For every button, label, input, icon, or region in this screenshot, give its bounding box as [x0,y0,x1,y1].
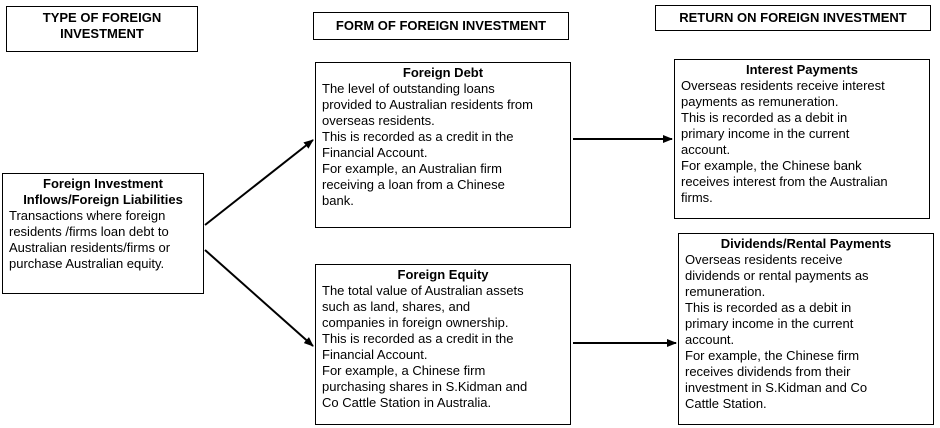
inflows-body-line-3: Australian residents/firms or [9,240,171,255]
foreign-equity-line-1: The total value of Australian assets [322,283,524,298]
foreign-debt-title: Foreign Debt [402,65,484,80]
dividends-title: Dividends/Rental Payments [720,236,892,251]
interest-line-2: payments as remuneration. [681,94,839,109]
header-return-text: RETURN ON FOREIGN INVESTMENT [679,10,907,25]
interest-line-6: For example, the Chinese bank [681,158,862,173]
interest-payments-body: Overseas residents receive interest paym… [681,78,923,206]
interest-line-5: account. [681,142,731,157]
dividends-line-7: For example, the Chinese firm [685,348,860,363]
foreign-equity-line-6: For example, a Chinese firm [322,363,486,378]
dividends-body: Overseas residents receive dividends or … [685,252,927,412]
inflows-title: Foreign Investment Inflows/Foreign Liabi… [9,176,197,208]
dividends-line-3: remuneration. [685,284,766,299]
foreign-debt-line-8: bank. [322,193,354,208]
dividends-line-5: primary income in the current [685,316,854,331]
dividends-line-4: This is recorded as a debit in [685,300,852,315]
inflows-body: Transactions where foreign residents /fi… [9,208,197,272]
foreign-equity-box: Foreign Equity The total value of Austra… [315,264,571,425]
inflows-title-line-1: Foreign Investment [43,176,163,191]
foreign-equity-body: The total value of Australian assets suc… [322,283,564,411]
foreign-debt-line-4: This is recorded as a credit in the [322,129,514,144]
dividends-line-8: receives dividends from their [685,364,851,379]
arrow-inflows-to-debt [204,139,314,226]
header-type-line-2: INVESTMENT [60,26,144,41]
inflows-title-line-2: Inflows/Foreign Liabilities [23,192,183,207]
foreign-debt-line-6: For example, an Australian firm [322,161,502,176]
interest-line-7: receives interest from the Australian [681,174,888,189]
dividends-line-6: account. [685,332,735,347]
foreign-equity-title: Foreign Equity [397,267,489,282]
foreign-debt-box: Foreign Debt The level of outstanding lo… [315,62,571,228]
header-type-line-1: TYPE OF FOREIGN [42,10,162,25]
inflows-box: Foreign Investment Inflows/Foreign Liabi… [2,173,204,294]
interest-line-8: firms. [681,190,713,205]
dividends-line-9: investment in S.Kidman and Co [685,380,868,395]
inflows-body-line-2: residents /firms loan debt to [9,224,169,239]
dividends-line-2: dividends or rental payments as [685,268,869,283]
foreign-debt-line-1: The level of outstanding loans [322,81,495,96]
foreign-debt-line-3: overseas residents. [322,113,435,128]
foreign-debt-line-2: provided to Australian residents from [322,97,533,112]
foreign-debt-line-5: Financial Account. [322,145,428,160]
arrow-inflows-to-equity [204,249,314,347]
foreign-equity-line-4: This is recorded as a credit in the [322,331,514,346]
foreign-equity-line-8: Co Cattle Station in Australia. [322,395,492,410]
foreign-debt-body: The level of outstanding loans provided … [322,81,564,209]
interest-line-1: Overseas residents receive interest [681,78,885,93]
inflows-body-line-1: Transactions where foreign [9,208,166,223]
foreign-debt-line-7: receiving a loan from a Chinese [322,177,505,192]
inflows-body-line-4: purchase Australian equity. [9,256,165,271]
header-form-of-foreign-investment: FORM OF FOREIGN INVESTMENT [313,12,569,40]
interest-payments-box: Interest Payments Overseas residents rec… [674,59,930,219]
interest-payments-title: Interest Payments [746,62,858,77]
dividends-line-10: Cattle Station. [685,396,767,411]
interest-line-4: primary income in the current [681,126,850,141]
foreign-equity-line-3: companies in foreign ownership. [322,315,509,330]
header-return-on-foreign-investment: RETURN ON FOREIGN INVESTMENT [655,5,931,31]
foreign-equity-line-2: such as land, shares, and [322,299,471,314]
dividends-line-1: Overseas residents receive [685,252,843,267]
dividends-rental-payments-box: Dividends/Rental Payments Overseas resid… [678,233,934,425]
interest-line-3: This is recorded as a debit in [681,110,848,125]
foreign-equity-line-7: purchasing shares in S.Kidman and [322,379,528,394]
header-type-of-foreign-investment: TYPE OF FOREIGN INVESTMENT [6,6,198,52]
header-form-text: FORM OF FOREIGN INVESTMENT [335,18,547,33]
foreign-equity-line-5: Financial Account. [322,347,428,362]
